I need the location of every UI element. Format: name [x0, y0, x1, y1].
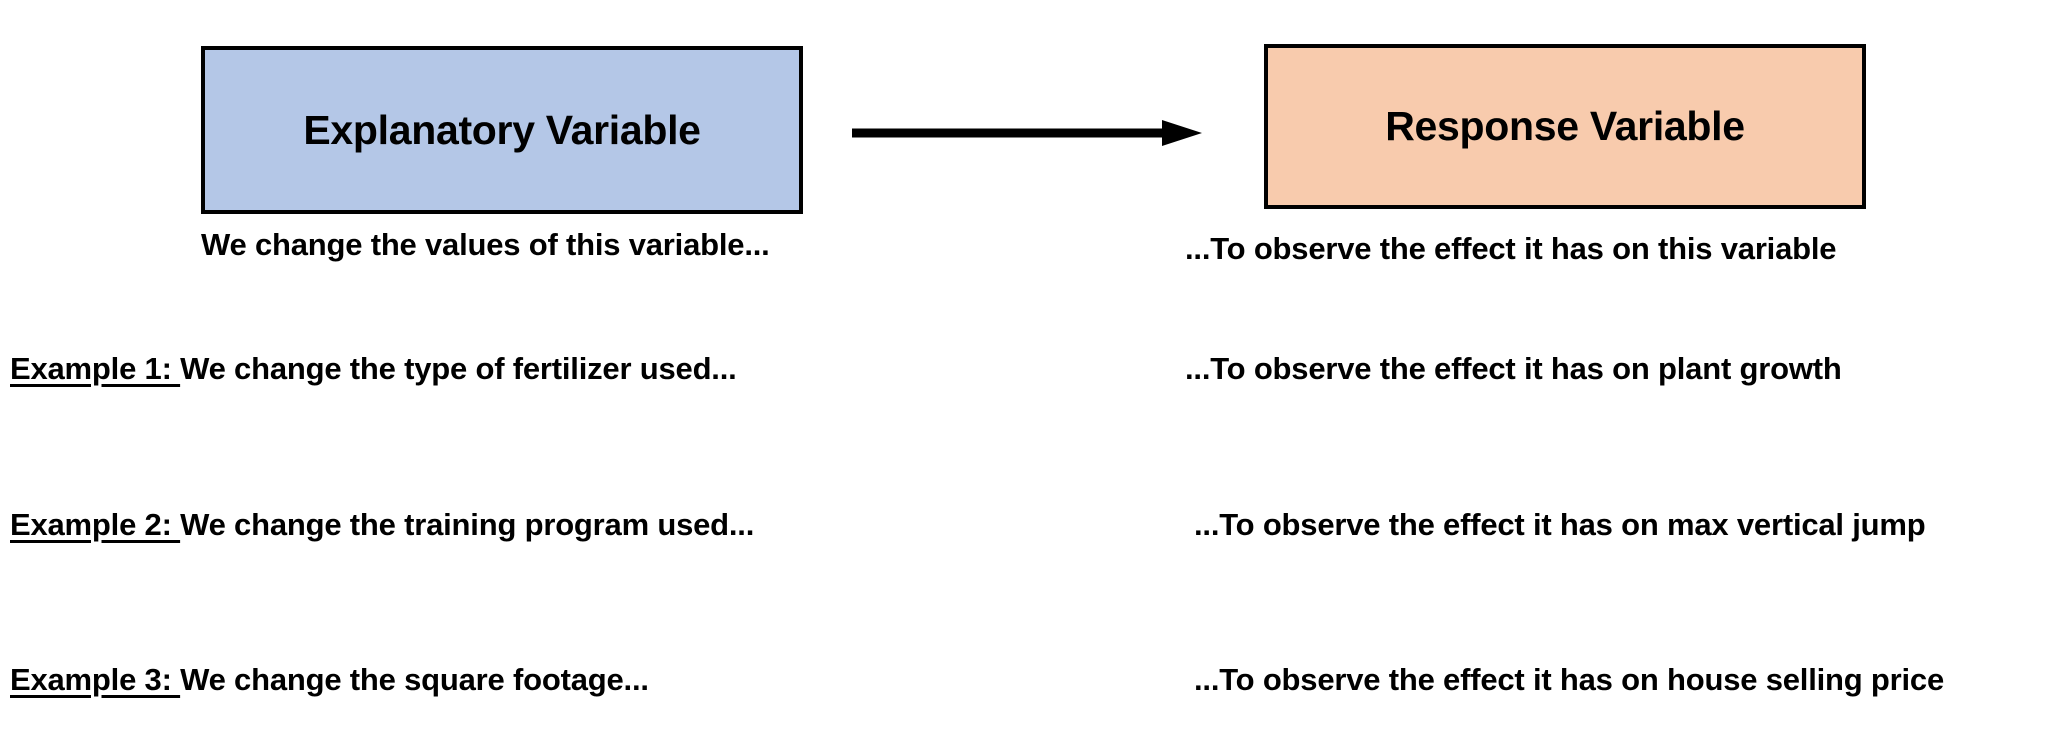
explanatory-variable-label: Explanatory Variable: [303, 106, 701, 153]
example-2-lead: Example 2:: [10, 507, 181, 542]
example-1-right-text: ...To observe the effect it has on plant…: [1185, 351, 1842, 386]
example-2-right-text: ...To observe the effect it has on max v…: [1194, 507, 1926, 542]
explanatory-caption: We change the values of this variable...: [201, 227, 770, 262]
response-caption: ...To observe the effect it has on this …: [1185, 231, 1837, 266]
explanatory-variable-box: Explanatory Variable: [201, 46, 803, 214]
example-3-left-body: We change the square footage...: [180, 662, 649, 697]
example-3-left-text: Example 3: We change the square footage.…: [10, 662, 649, 697]
example-2-left-text: Example 2: We change the training progra…: [10, 507, 755, 542]
left-to-right-arrow: [850, 112, 1210, 156]
example-2-left-body: We change the training program used...: [180, 507, 755, 542]
example-3-lead: Example 3:: [10, 662, 181, 697]
example-1-left-text: Example 1: We change the type of fertili…: [10, 351, 737, 386]
response-variable-label: Response Variable: [1385, 103, 1745, 149]
response-variable-box: Response Variable: [1264, 44, 1866, 209]
example-3-right-text: ...To observe the effect it has on house…: [1194, 662, 1945, 697]
example-1-lead: Example 1:: [10, 351, 181, 386]
example-1-left-body: We change the type of fertilizer used...: [180, 351, 737, 386]
